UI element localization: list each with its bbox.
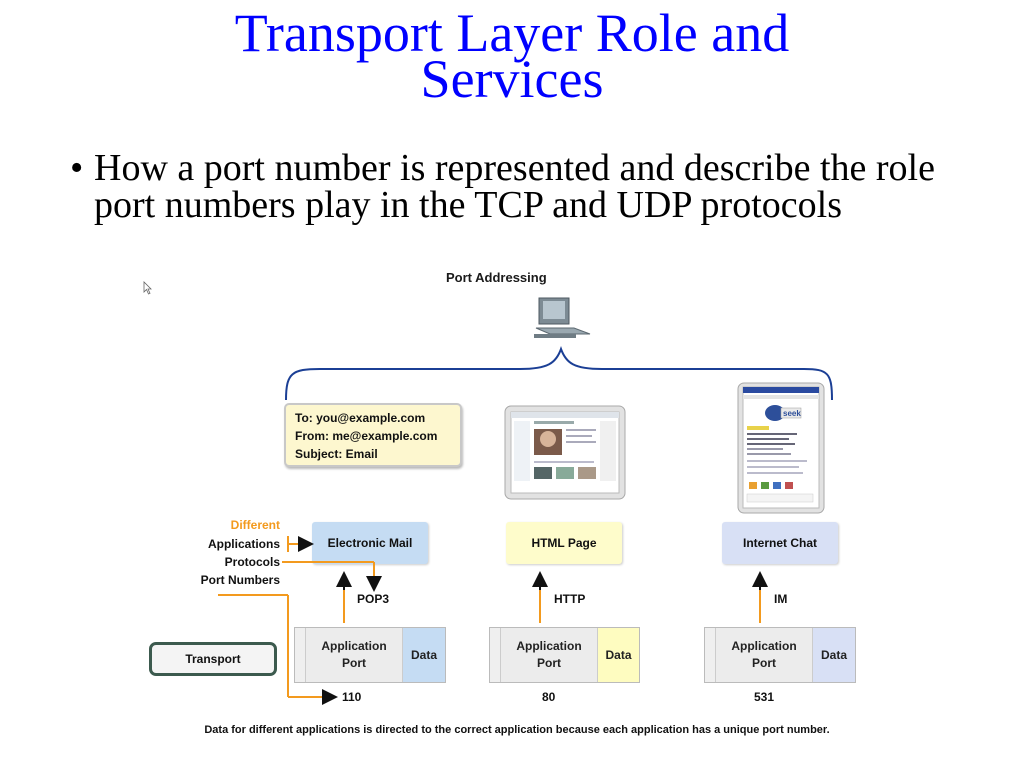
segment-header-stub — [295, 628, 306, 682]
segment-header-stub — [490, 628, 501, 682]
app-label-electronic-mail: Electronic Mail — [327, 536, 413, 550]
diagram-title: Port Addressing — [446, 270, 547, 285]
slide-title: Transport Layer Role and Services — [0, 3, 1024, 109]
app-label-internet-chat: Internet Chat — [742, 536, 817, 550]
diagram-caption: Data for different applications is direc… — [204, 724, 830, 736]
bullet-text: How a port number is represented and des… — [94, 147, 935, 226]
app-box-internet-chat: Internet Chat — [722, 522, 838, 564]
connection-brace — [285, 346, 833, 401]
slide-title-line1: Transport Layer Role and — [234, 3, 790, 63]
segment-email: Application Port Data — [294, 627, 446, 683]
segment-data-html: Data — [598, 628, 639, 682]
computer-icon — [534, 297, 591, 338]
port-number-531: 531 — [754, 690, 775, 704]
segment-port-label: Application Port — [716, 628, 813, 682]
legend-port-numbers: Port Numbers — [200, 573, 280, 587]
legend-protocols: Protocols — [224, 555, 280, 569]
chat-window-thumbnail-icon: seek — [737, 382, 825, 514]
protocol-label-http: HTTP — [554, 592, 586, 606]
port-number-80: 80 — [542, 690, 556, 704]
segment-data-chat: Data — [813, 628, 855, 682]
email-from: From: me@example.com — [295, 429, 438, 443]
email-preview-card: To: you@example.com From: me@example.com… — [284, 403, 462, 467]
chat-logo-text: seek — [783, 409, 801, 418]
segment-port-label: Application Port — [501, 628, 598, 682]
legend-different: Different — [230, 518, 280, 532]
segment-html: Application Port Data — [489, 627, 640, 683]
app-box-html-page: HTML Page — [506, 522, 622, 564]
transport-layer-box: Transport — [149, 642, 277, 676]
bullet-item: • How a port number is represented and d… — [70, 147, 1000, 226]
app-box-electronic-mail: Electronic Mail — [312, 522, 428, 564]
segment-header-stub — [705, 628, 716, 682]
email-to: To: you@example.com — [295, 411, 426, 425]
port-number-110: 110 — [342, 690, 362, 704]
segment-port-label: Application Port — [306, 628, 403, 682]
bullet-marker: • — [70, 147, 84, 189]
web-page-thumbnail-icon — [504, 405, 626, 500]
slide-title-line2: Services — [420, 49, 604, 109]
mouse-cursor-icon — [143, 281, 152, 295]
segment-data-email: Data — [403, 628, 445, 682]
legend-applications: Applications — [207, 537, 280, 551]
segment-chat: Application Port Data — [704, 627, 856, 683]
app-label-html-page: HTML Page — [531, 536, 597, 550]
protocol-label-pop3: POP3 — [357, 592, 390, 606]
protocol-label-im: IM — [774, 592, 788, 606]
email-subject: Subject: Email — [295, 447, 378, 461]
